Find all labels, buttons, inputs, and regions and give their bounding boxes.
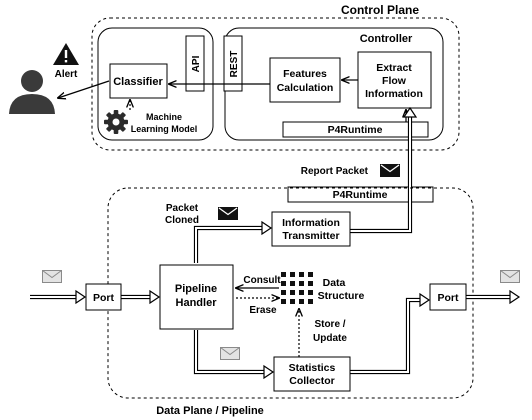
data-structure-label-2: Structure xyxy=(318,290,365,302)
report-packet-arrowhead xyxy=(402,106,418,118)
controller-p4runtime-bar xyxy=(282,121,429,138)
store-update-label-2: Update xyxy=(313,333,347,344)
control-plane-boundary xyxy=(91,17,460,151)
extract-label-1: Extract xyxy=(376,62,412,74)
pipeline-handler-label-2: Handler xyxy=(176,297,218,309)
warning-triangle-icon xyxy=(53,43,79,65)
features-label-2: Calculation xyxy=(277,82,334,94)
info-transmitter-label-2: Transmitter xyxy=(282,230,339,242)
packet-cloned-label-2: Cloned xyxy=(165,215,199,226)
port-in-box[interactable] xyxy=(85,283,122,311)
envelope-icon xyxy=(380,164,400,177)
info-transmitter-label-1: Information xyxy=(282,217,340,229)
switch-p4runtime-bar xyxy=(287,186,434,203)
port-in-label: Port xyxy=(93,292,115,304)
alert-label: Alert xyxy=(55,69,78,80)
classifier-box[interactable] xyxy=(109,63,168,99)
api-label: API xyxy=(191,55,202,72)
controller-title: Controller xyxy=(360,33,413,45)
extract-label-3: Information xyxy=(365,88,423,100)
packet-flow-connectors xyxy=(30,220,521,380)
user-silhouette-icon xyxy=(9,70,55,114)
data-plane-title: Data Plane / Pipeline xyxy=(156,405,264,417)
stats-collector-label-2: Collector xyxy=(289,375,335,387)
ml-model-label-2: Learning Model xyxy=(131,124,198,134)
port-out-label: Port xyxy=(438,292,460,304)
features-calculation-box[interactable] xyxy=(269,57,341,103)
data-structure-grid-icon xyxy=(281,272,313,304)
information-transmitter-box[interactable] xyxy=(271,211,351,247)
report-packet-label: Report Packet xyxy=(301,166,369,177)
data-structure-label-1: Data xyxy=(323,277,346,289)
pipeline-handler-label-1: Pipeline xyxy=(175,283,217,295)
controller-p4runtime-label: P4Runtime xyxy=(328,124,383,136)
rest-label: REST xyxy=(229,51,240,78)
classifier-to-user-arrow xyxy=(58,80,110,98)
outgoing-packet-envelope-icon xyxy=(500,270,520,283)
stats-collector-label-1: Statistics xyxy=(289,362,336,374)
port-out-box[interactable] xyxy=(429,283,467,311)
classifier-label: Classifier xyxy=(113,76,163,88)
api-bar xyxy=(185,35,205,92)
control-plane-title: Control Plane xyxy=(341,3,419,17)
gear-icon xyxy=(104,110,128,134)
cloned-packet-envelope-icon xyxy=(218,207,238,220)
extract-label-2: Flow xyxy=(382,75,407,87)
incoming-packet-envelope-icon xyxy=(42,270,62,283)
consult-label: Consult xyxy=(243,275,281,286)
pipeline-handler-box[interactable] xyxy=(159,264,234,330)
statistics-collector-box[interactable] xyxy=(273,356,351,392)
ml-model-label-1: Machine xyxy=(146,112,182,122)
erase-label: Erase xyxy=(249,305,277,316)
switch-p4runtime-label: P4Runtime xyxy=(333,189,388,201)
store-update-label-1: Store / xyxy=(314,319,345,330)
stats-packet-envelope-icon xyxy=(220,347,240,360)
rest-bar xyxy=(223,35,243,92)
features-label-1: Features xyxy=(283,68,327,80)
packet-cloned-label-1: Packet xyxy=(166,203,199,214)
